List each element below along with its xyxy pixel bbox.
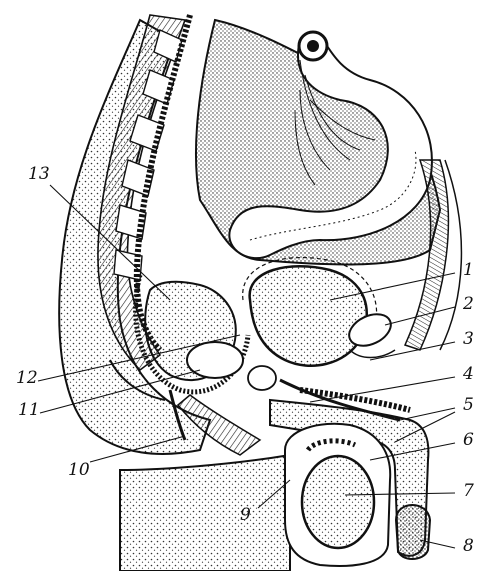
label-7: 7 [463, 483, 474, 500]
label-9: 9 [240, 507, 251, 524]
label-4: 4 [463, 366, 474, 383]
label-3: 3 [463, 331, 474, 348]
label-11: 11 [18, 402, 40, 419]
thigh-outline [120, 455, 290, 571]
label-12: 12 [16, 370, 38, 387]
prostate [187, 342, 243, 378]
label-1: 1 [463, 262, 474, 279]
label-2: 2 [463, 296, 474, 313]
label-13: 13 [28, 166, 50, 183]
testis [302, 456, 374, 548]
label-10: 10 [68, 462, 90, 479]
urinary-bladder [250, 266, 367, 365]
glans [396, 505, 430, 559]
label-5: 5 [463, 397, 474, 414]
label-6: 6 [463, 432, 474, 449]
label-8: 8 [463, 538, 474, 555]
